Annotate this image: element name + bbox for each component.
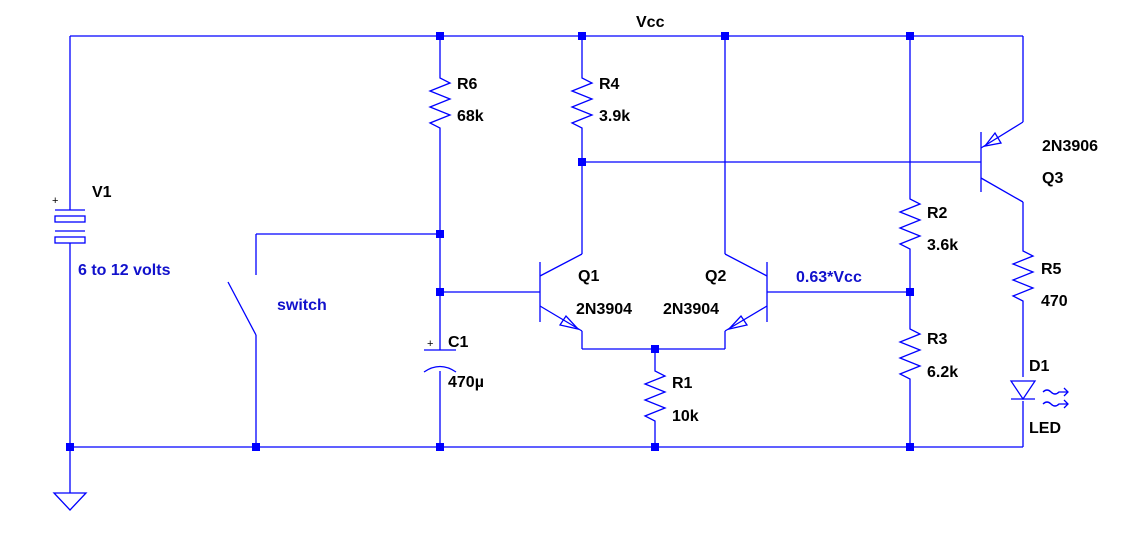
transistor-q1: [539, 253, 583, 332]
led-label: LED: [1029, 420, 1061, 437]
resistor-r3: [898, 323, 922, 383]
junction-dot: [578, 158, 586, 166]
capacitor-plus-sign: +: [427, 338, 433, 350]
junction-dot: [578, 32, 586, 40]
battery-value: 6 to 12 volts: [78, 262, 171, 279]
resistor-r6: [428, 72, 452, 130]
transistor-q3: [980, 121, 1024, 203]
vcc-net-label: Vcc: [636, 14, 665, 31]
switch-label: switch: [277, 297, 327, 314]
q3-model: 2N3906: [1042, 138, 1098, 155]
resistor-r1: [643, 365, 667, 425]
r1-ref: R1: [672, 375, 693, 392]
capacitor-c1: +: [423, 338, 457, 373]
r3-ref: R3: [927, 331, 948, 348]
junction-dot: [651, 345, 659, 353]
junction-dot: [721, 32, 729, 40]
resistor-r4: [570, 72, 594, 130]
q2-model: 2N3904: [663, 301, 719, 318]
battery-plus-sign: +: [52, 195, 58, 207]
wires: [69, 35, 1024, 493]
junctions: [66, 32, 914, 451]
light-emission-icon: [1042, 387, 1069, 409]
junction-dot: [906, 443, 914, 451]
junction-dot: [436, 443, 444, 451]
switch[interactable]: [227, 281, 257, 336]
r2-value: 3.6k: [927, 237, 958, 254]
ground-icon: [52, 492, 88, 511]
q2-ref: Q2: [705, 268, 726, 285]
r4-ref: R4: [599, 76, 620, 93]
r6-value: 68k: [457, 108, 484, 125]
d1-ref: D1: [1029, 358, 1050, 375]
reference-voltage-label: 0.63*Vcc: [796, 269, 862, 286]
q1-model: 2N3904: [576, 301, 632, 318]
junction-dot: [906, 32, 914, 40]
resistor-r5: [1011, 245, 1035, 305]
junction-dot: [436, 288, 444, 296]
battery-ref: V1: [92, 184, 112, 201]
q1-ref: Q1: [578, 268, 599, 285]
r2-ref: R2: [927, 205, 948, 222]
resistor-r2: [898, 193, 922, 253]
c1-value: 470µ: [448, 374, 484, 391]
r1-value: 10k: [672, 408, 699, 425]
junction-dot: [252, 443, 260, 451]
junction-dot: [436, 32, 444, 40]
r3-value: 6.2k: [927, 364, 958, 381]
c1-ref: C1: [448, 334, 469, 351]
r6-ref: R6: [457, 76, 478, 93]
r5-value: 470: [1041, 293, 1068, 310]
transistor-q2: [724, 253, 768, 332]
led-d1: [1009, 380, 1069, 409]
junction-dot: [66, 443, 74, 451]
junction-dot: [906, 288, 914, 296]
r5-ref: R5: [1041, 261, 1062, 278]
junction-dot: [651, 443, 659, 451]
junction-dot: [436, 230, 444, 238]
q3-ref: Q3: [1042, 170, 1063, 187]
battery-v1: +: [52, 195, 86, 244]
r4-value: 3.9k: [599, 108, 630, 125]
